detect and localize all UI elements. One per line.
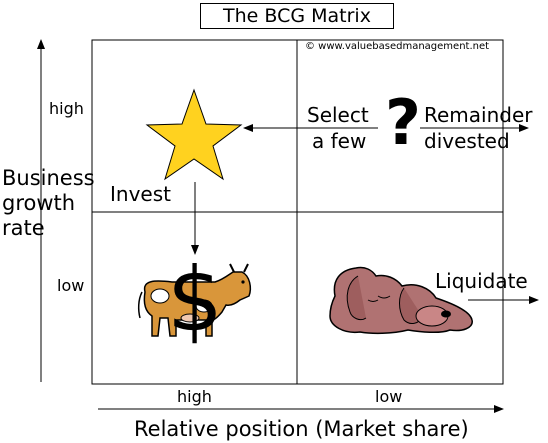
chart-title: The BCG Matrix xyxy=(200,3,394,29)
select-line-1: Select xyxy=(307,103,369,127)
select-a-few-label: Select a few xyxy=(307,102,369,154)
x-tick-low: low xyxy=(375,387,403,406)
cash-cow-icon xyxy=(137,263,252,337)
y-tick-high: high xyxy=(49,99,84,118)
dollar-sign-icon: $ xyxy=(167,248,223,351)
dog-icon xyxy=(329,266,473,335)
x-tick-high: high xyxy=(177,387,212,406)
invest-label: Invest xyxy=(110,182,171,206)
y-axis-label-line-1: Business xyxy=(2,166,95,190)
x-axis-label: Relative position (Market share) xyxy=(134,417,469,441)
question-mark-icon: ? xyxy=(385,86,421,159)
remainder-divested-label: Remainder divested xyxy=(424,102,533,154)
y-axis-label: Business growth rate xyxy=(2,166,95,241)
y-tick-low: low xyxy=(57,276,85,295)
liquidate-label: Liquidate xyxy=(435,269,528,293)
y-axis-label-line-2: growth xyxy=(2,191,76,215)
select-line-2: a few xyxy=(312,129,367,153)
y-axis-label-line-3: rate xyxy=(2,216,45,240)
credit-text: © www.valuebasedmanagement.net xyxy=(305,41,490,52)
star-icon xyxy=(145,88,243,181)
remainder-line-1: Remainder xyxy=(424,103,533,127)
remainder-line-2: divested xyxy=(424,129,510,153)
